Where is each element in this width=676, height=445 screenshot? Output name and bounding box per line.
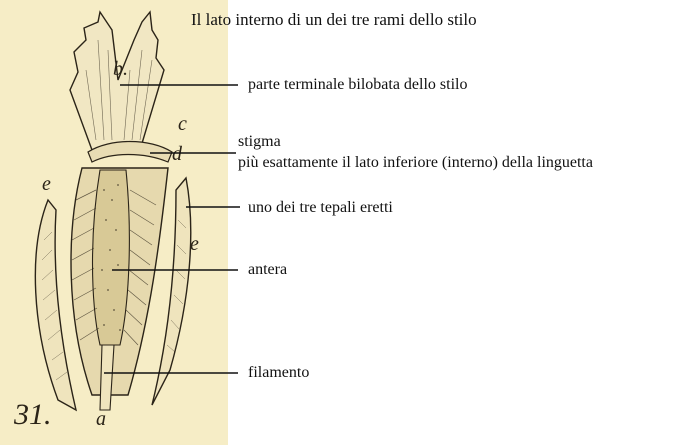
anther bbox=[91, 169, 130, 346]
anther-stipple bbox=[101, 184, 121, 331]
figure-caption: Il lato interno di un dei tre rami dello… bbox=[191, 10, 477, 29]
label-stigma: stigma bbox=[238, 133, 281, 150]
label-filament: filamento bbox=[248, 364, 310, 381]
engraving-svg: b. c d e e a 31. bbox=[0, 0, 228, 445]
stigma-flap bbox=[87, 140, 173, 163]
label-stigma-detail: più esattamente il lato inferiore (inter… bbox=[238, 154, 593, 171]
style-terminal-lobes bbox=[69, 10, 165, 151]
plate-letter-d: d bbox=[172, 143, 183, 165]
right-tepal-hatching bbox=[166, 219, 187, 353]
filament bbox=[99, 344, 115, 411]
plate-letter-b: b. bbox=[113, 58, 128, 80]
stamen-hatching bbox=[71, 189, 157, 346]
plate-letter-e-left: e bbox=[42, 173, 51, 195]
label-terminal-part: parte terminale bilobata dello stilo bbox=[248, 76, 468, 93]
right-tepal bbox=[151, 176, 192, 406]
left-tepal bbox=[34, 198, 78, 412]
label-anther: antera bbox=[248, 261, 288, 278]
plate-letter-a: a bbox=[96, 408, 106, 430]
plate-letter-e-right: e bbox=[190, 233, 199, 255]
style-lobe-hatching bbox=[85, 39, 153, 141]
figure-number: 31. bbox=[13, 398, 52, 431]
plate-letter-c: c bbox=[178, 113, 187, 135]
left-tepal-hatching bbox=[41, 231, 68, 381]
botanical-engraving: b. c d e e a 31. bbox=[0, 0, 228, 445]
label-tepal: uno dei tre tepali eretti bbox=[248, 199, 393, 216]
